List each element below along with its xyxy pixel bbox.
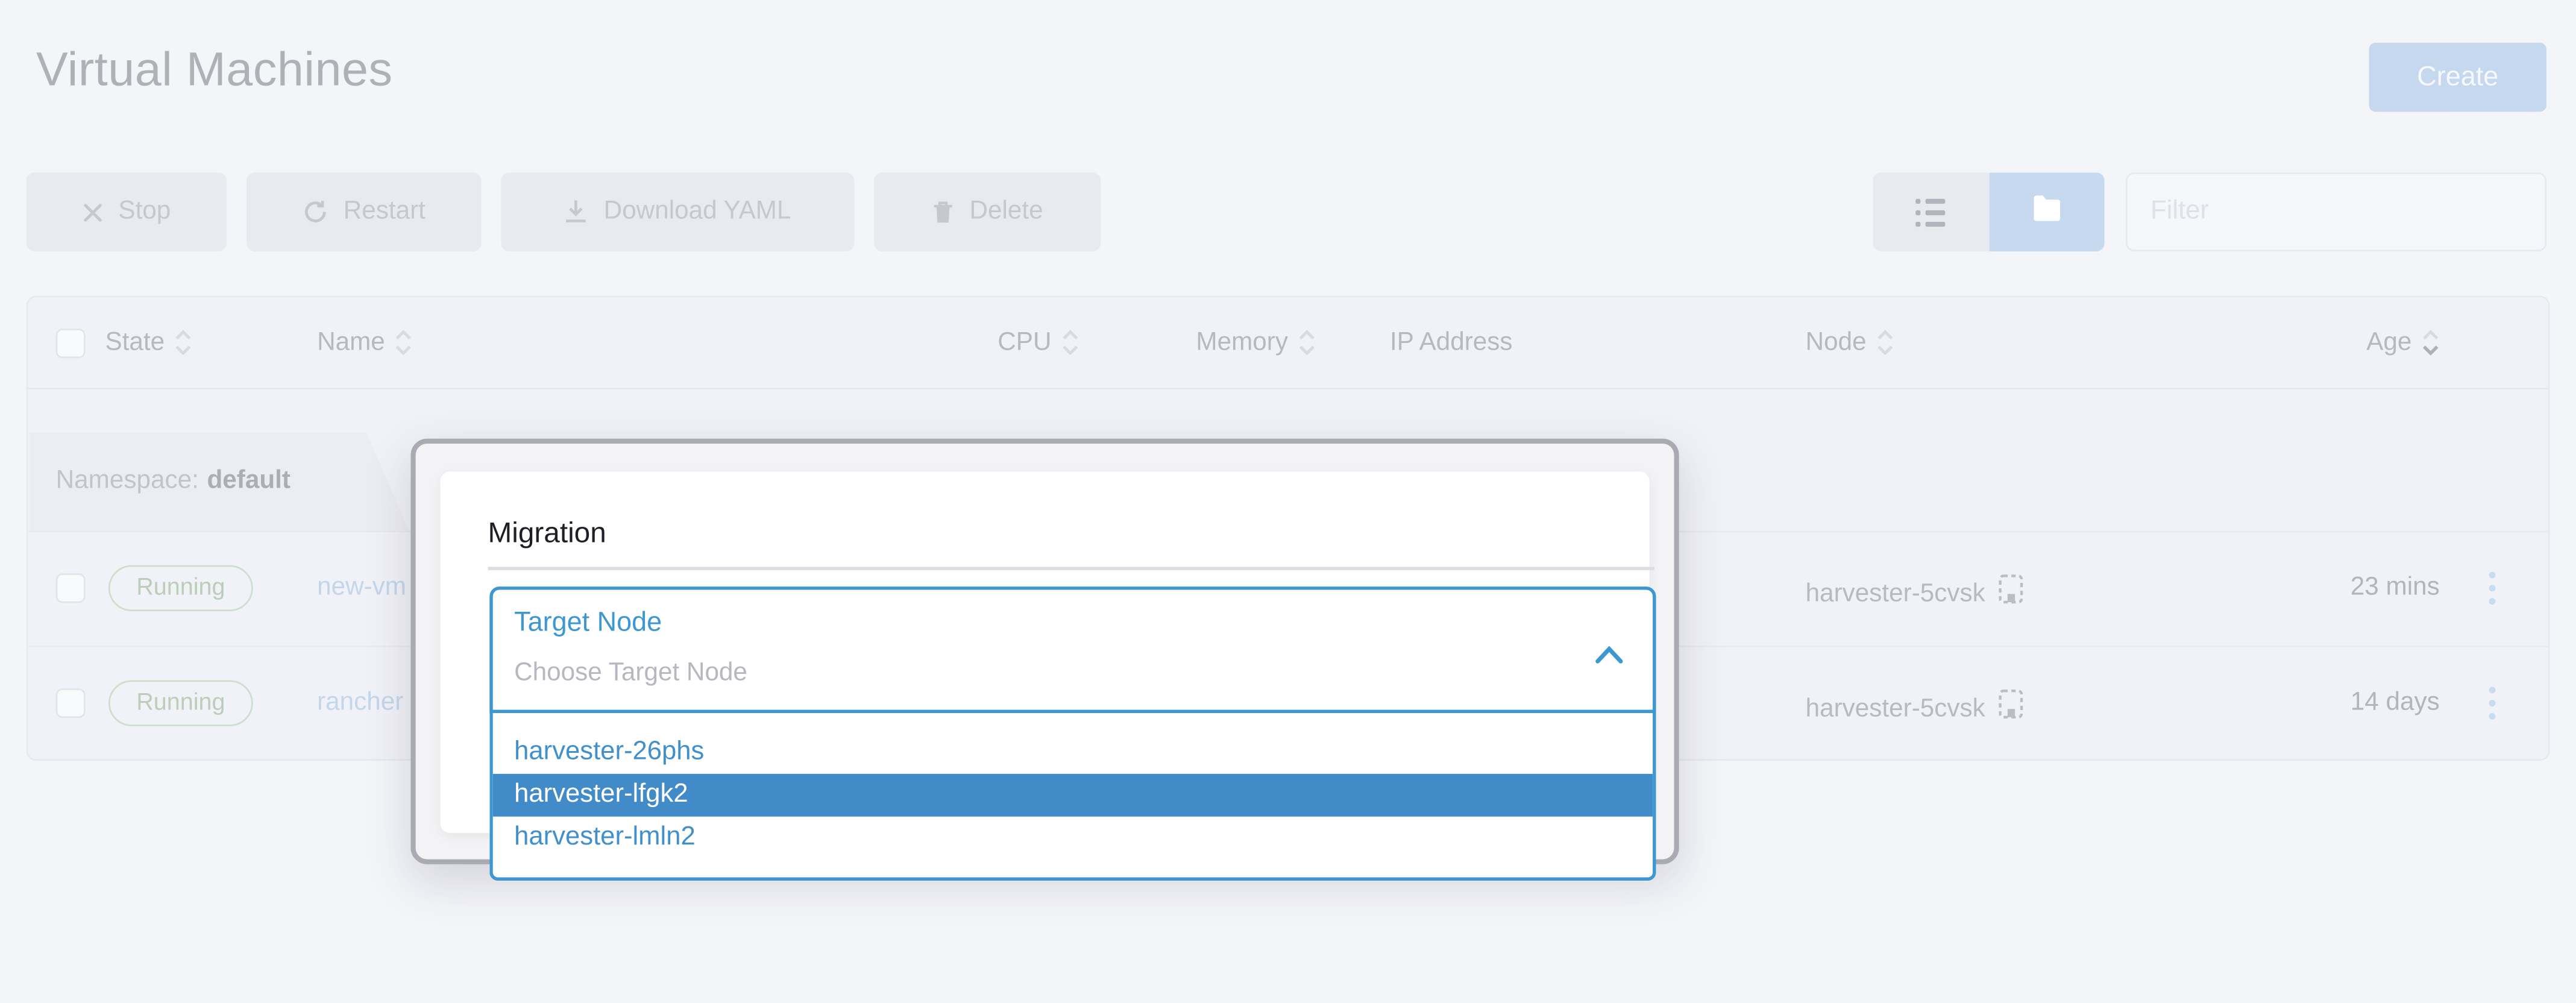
row-actions-kebab-icon[interactable] [2472,565,2512,611]
stop-icon [82,201,103,222]
stop-button-label: Stop [118,197,171,225]
group-by-namespace-view-button[interactable] [1988,172,2105,252]
view-toggle [1873,172,2105,252]
dropdown-option[interactable]: harvester-26phs [514,737,705,766]
download-yaml-button[interactable]: Download YAML [501,172,855,252]
create-button-label: Create [2417,61,2499,92]
vm-name-link[interactable]: new-vm [317,573,406,602]
page-title: Virtual Machines [36,44,393,97]
namespace-value: default [207,467,291,495]
sort-icon [395,329,413,356]
restart-button[interactable]: Restart [246,172,482,252]
row-checkbox[interactable] [55,573,86,603]
target-node-placeholder: Choose Target Node [514,659,747,687]
restart-button-label: Restart [343,197,426,225]
vm-node-cell: harvester-5cvsk [1806,688,2026,729]
target-node-label: Target Node [514,608,662,638]
sort-descending-icon [2422,329,2440,356]
migration-modal: Migration Target Node Choose Target Node… [410,438,1679,881]
vm-age-cell: 23 mins [2350,573,2440,602]
status-badge: Running [108,680,253,726]
vm-name-link[interactable]: rancher [317,688,404,717]
flat-list-view-button[interactable] [1873,172,1989,252]
select-all-checkbox[interactable] [55,327,86,357]
table-row-new-vm: Running new-vm harvester-5cvsk 23 mins [28,530,2548,646]
trash-icon [932,200,955,224]
stop-button[interactable]: Stop [26,172,227,252]
copy-icon[interactable] [1999,573,2026,614]
modal-title: Migration [488,515,606,549]
dropdown-option-selected[interactable]: harvester-lfgk2 [492,773,1653,817]
restart-icon [303,199,329,225]
divider [488,567,1654,570]
target-node-dropdown: harvester-26phs harvester-lfgk2 harveste… [489,712,1656,881]
target-node-select[interactable]: Target Node Choose Target Node [489,586,1656,713]
create-button[interactable]: Create [2369,42,2546,112]
vm-age-cell: 14 days [2350,688,2440,717]
copy-icon[interactable] [1999,688,2026,729]
list-icon [1915,198,1946,226]
chevron-up-icon [1595,643,1623,672]
row-checkbox[interactable] [55,688,86,718]
sort-icon [174,329,192,356]
folder-icon [2029,193,2065,231]
status-badge: Running [108,565,253,611]
sort-icon [1298,329,1316,356]
sort-icon [1876,329,1894,356]
migration-modal-content: Migration Target Node Choose Target Node… [440,471,1656,881]
column-header-cpu[interactable]: CPU [889,297,1079,388]
namespace-label: Namespace: [55,467,199,495]
column-header-age[interactable]: Age [2269,297,2439,388]
delete-button-label: Delete [969,197,1043,225]
dropdown-option[interactable]: harvester-lmln2 [514,823,696,851]
table-row-rancher: Running rancher harvester-5cvsk 14 days [28,646,2548,761]
header-divider [28,388,2548,390]
column-header-name[interactable]: Name [317,297,413,388]
filter-input[interactable] [2126,172,2546,252]
vm-node-cell: harvester-5cvsk [1806,573,2026,614]
download-yaml-button-label: Download YAML [603,197,791,225]
sort-icon [1061,329,1079,356]
column-header-state[interactable]: State [105,297,192,388]
column-header-node[interactable]: Node [1806,297,1894,388]
delete-button[interactable]: Delete [874,172,1101,252]
column-header-ip-address[interactable]: IP Address [1390,327,1513,356]
column-header-memory[interactable]: Memory [1119,297,1316,388]
row-actions-kebab-icon[interactable] [2472,680,2512,726]
download-icon [564,199,589,225]
namespace-group-header: Namespace: default [30,432,409,531]
